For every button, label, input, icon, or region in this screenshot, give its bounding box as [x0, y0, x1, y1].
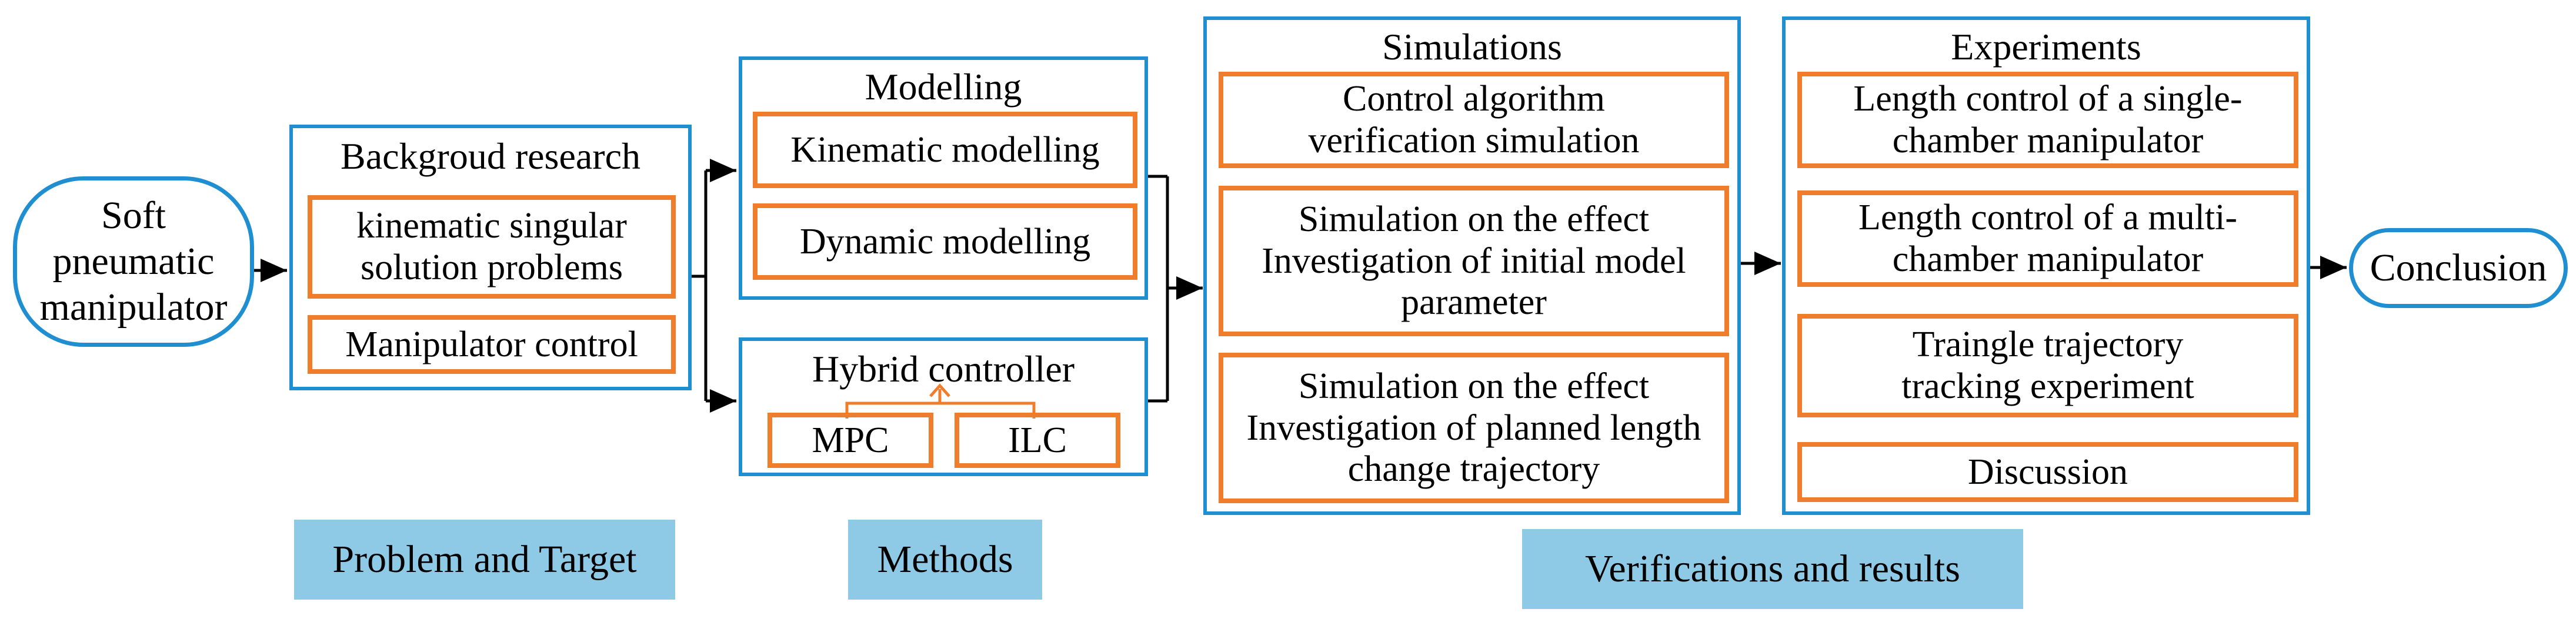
experiment-item-1: Length control of a single-chamber manip…	[1797, 72, 2298, 168]
experiment-item-3: Traingle trajectory tracking experiment	[1797, 314, 2298, 417]
background-item-2: Manipulator control	[308, 315, 676, 374]
modelling-group: Modelling Kinematic modelling Dynamic mo…	[739, 56, 1148, 300]
experiment-item-2: Length control of a multi-chamber manipu…	[1797, 190, 2298, 287]
experiments-title: Experiments	[1951, 26, 2141, 68]
experiment-item-4: Discussion	[1797, 442, 2298, 502]
modelling-title: Modelling	[865, 66, 1022, 108]
stage-label-problem-target: Problem and Target	[294, 520, 675, 600]
background-research-title: Backgroud research	[341, 135, 640, 177]
stage-label-verifications-results: Verifications and results	[1522, 529, 2023, 609]
conclusion-terminal: Conclusion	[2349, 228, 2568, 308]
mpc-box: MPC	[768, 413, 933, 468]
simulation-item-2: Simulation on the effect Investigation o…	[1219, 186, 1729, 336]
experiments-group: Experiments Length control of a single-c…	[1782, 16, 2310, 515]
hybrid-controller-title: Hybrid controller	[812, 348, 1075, 390]
simulations-group: Simulations Control algorithm verificati…	[1203, 16, 1741, 515]
background-research-group: Backgroud research kinematic singular so…	[289, 125, 692, 390]
start-label: Soft pneumatic manipulator	[39, 194, 228, 329]
ilc-box: ILC	[955, 413, 1120, 468]
stage-label-methods: Methods	[848, 520, 1042, 600]
background-item-1: kinematic singular solution problems	[308, 195, 676, 299]
simulations-title: Simulations	[1382, 26, 1562, 68]
mpc-ilc-link	[845, 383, 1036, 419]
modelling-item-1: Kinematic modelling	[753, 112, 1137, 188]
simulation-item-1: Control algorithm verification simulatio…	[1219, 72, 1729, 168]
start-terminal: Soft pneumatic manipulator	[13, 176, 254, 347]
modelling-item-2: Dynamic modelling	[753, 203, 1137, 280]
simulation-item-3: Simulation on the effect Investigation o…	[1219, 353, 1729, 503]
hybrid-controller-group: Hybrid controller MPC ILC	[739, 337, 1148, 476]
